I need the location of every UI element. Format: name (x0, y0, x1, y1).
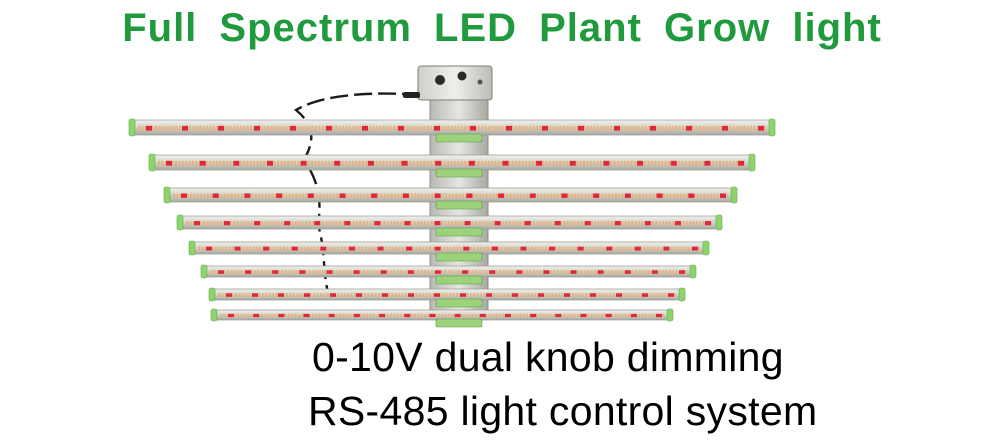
light-bar-1 (128, 118, 776, 143)
light-bar-8 (210, 308, 674, 328)
driver-box (403, 65, 493, 101)
feature-dimming: 0-10V dual knob dimming (312, 334, 784, 380)
light-bar-7 (208, 287, 686, 308)
light-bar-5 (188, 240, 710, 262)
headline-title: Full Spectrum LED Plant Grow light (122, 6, 882, 50)
dimming-knob-left (435, 75, 445, 85)
light-bar-3 (163, 186, 738, 210)
light-bar-6 (200, 264, 697, 285)
light-bar-4 (176, 214, 723, 237)
light-bar-2 (148, 153, 756, 178)
dimming-knob-right (457, 71, 467, 81)
feature-rs485: RS-485 light control system (308, 388, 818, 434)
